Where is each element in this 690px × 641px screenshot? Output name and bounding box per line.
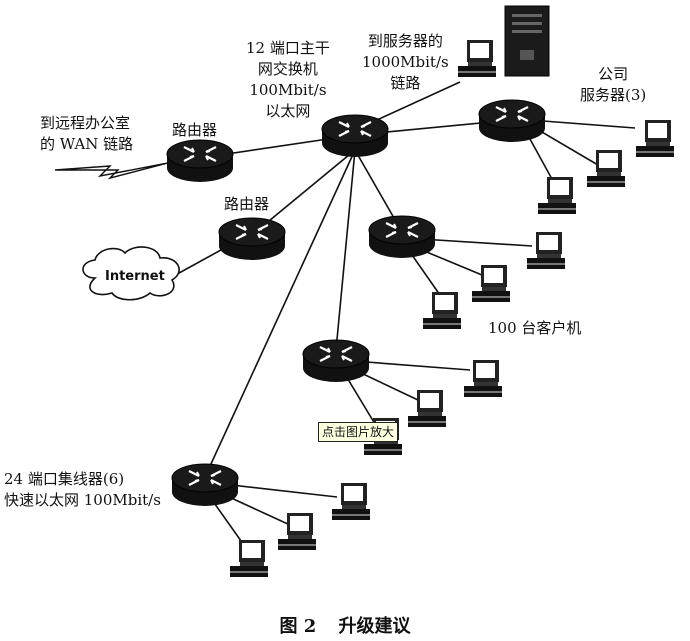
workstation-icon bbox=[472, 265, 510, 302]
figure-caption: 图 2 升级建议 bbox=[0, 612, 690, 638]
workstation-icon bbox=[587, 150, 625, 187]
hub-label: 24 端口集线器(6) 快速以太网 100Mbit/s bbox=[4, 470, 161, 509]
workstation-icon bbox=[458, 40, 496, 77]
lightning-link-icon bbox=[54, 162, 169, 180]
workstation-icon bbox=[278, 513, 316, 550]
main-switch-label: 12 端口主干 网交换机 100Mbit/s 以太网 bbox=[246, 39, 330, 120]
workstation-icon bbox=[636, 120, 674, 157]
internet-router-icon bbox=[217, 216, 287, 262]
workstation-icon bbox=[332, 483, 370, 520]
lower-switch-router-icon bbox=[301, 338, 371, 384]
company-servers-label: 公司 服务器(3) bbox=[580, 65, 647, 104]
workstation-icon bbox=[230, 540, 268, 577]
workstation-icon bbox=[538, 177, 576, 214]
cloud-icon bbox=[82, 246, 180, 301]
router-internet-label: 路由器 bbox=[224, 195, 270, 213]
zoom-image-tooltip[interactable]: 点击图片放大 bbox=[318, 422, 399, 442]
figure-title: 升级建议 bbox=[338, 616, 411, 637]
workstation-icon bbox=[527, 232, 565, 269]
server-switch-router-icon bbox=[477, 98, 547, 144]
network-links bbox=[169, 81, 636, 549]
server-link-label: 到服务器的 1000Mbit/s 链路 bbox=[362, 32, 449, 92]
workstation-icon bbox=[423, 292, 461, 329]
server-tower-icon bbox=[504, 5, 550, 77]
workstation-icon bbox=[464, 360, 502, 397]
internet-label: Internet bbox=[105, 269, 165, 284]
router-top-label: 路由器 bbox=[172, 121, 218, 139]
wan-router-icon bbox=[165, 138, 235, 184]
figure-number: 图 2 bbox=[279, 616, 317, 637]
workstation-icon bbox=[408, 390, 446, 427]
main-switch-router-icon bbox=[320, 113, 390, 159]
hub-router-icon bbox=[170, 462, 240, 508]
clients-label: 100 台客户机 bbox=[488, 319, 582, 337]
remote-wan-label: 到远程办公室 的 WAN 链路 bbox=[40, 114, 134, 153]
client-switch-router-icon bbox=[367, 214, 437, 260]
